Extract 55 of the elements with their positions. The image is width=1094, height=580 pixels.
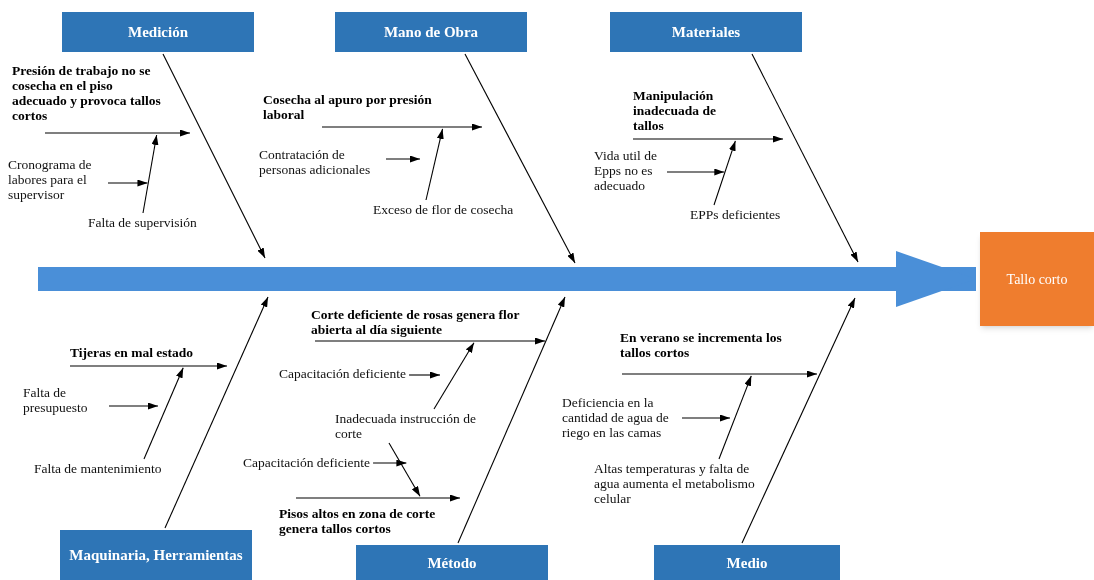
arrow: [408, 371, 441, 379]
cause-label: Cosecha al apuro por presión laboral: [263, 92, 447, 122]
sub-cause-label: Deficiencia en la cantidad de agua de riego en las camas: [562, 395, 677, 440]
sub-cause-label: Vida util de Epps no es adecuado: [594, 148, 662, 193]
arrow: [143, 367, 184, 460]
arrow: [142, 134, 159, 214]
sub-cause-label: Falta de supervisión: [88, 215, 197, 230]
arrow: [321, 123, 483, 131]
arrow: [385, 155, 421, 163]
arrow: [425, 128, 444, 201]
arrow: [314, 337, 546, 345]
arrow: [681, 414, 731, 422]
sub-cause-label: EPPs deficientes: [690, 207, 781, 222]
arrow: [372, 459, 407, 467]
arrow: [107, 179, 148, 187]
sub-cause-label: Falta de presupuesto: [23, 385, 105, 415]
category-box: Maquinaria, Herramientas: [60, 530, 252, 580]
bone-arrow: [741, 297, 856, 544]
sub-cause-label: Cronograma de labores para el supervisor: [8, 157, 104, 202]
cause-label: En verano se incrementa los tallos cortos: [620, 330, 800, 360]
sub-cause-label: Inadecuada instrucción de corte: [335, 411, 500, 441]
bone-arrow: [751, 53, 859, 263]
cause-label: Pisos altos en zona de corte genera tallos cortos: [279, 506, 461, 536]
sub-cause-label: Exceso de flor de cosecha: [373, 202, 514, 217]
cause-label: Tijeras en mal estado: [70, 345, 194, 360]
bone-arrow: [164, 296, 269, 529]
category-box: Materiales: [610, 12, 802, 52]
arrow: [388, 442, 421, 497]
category-box: Medición: [62, 12, 254, 52]
arrow: [621, 370, 818, 378]
category-box: Método: [356, 545, 548, 580]
sub-cause-label: Contratación de personas adicionales: [259, 147, 383, 177]
sub-cause-label: Capacitación deficiente: [279, 366, 407, 381]
category-box: Mano de Obra: [335, 12, 527, 52]
arrow: [718, 375, 752, 460]
cause-label: Corte deficiente de rosas genera flor abierta al día siguiente: [311, 307, 537, 337]
sub-cause-label: Altas temperaturas y falta de agua aumenta el metabolismo celular: [594, 461, 766, 506]
arrow: [108, 402, 159, 410]
bone-arrow: [162, 53, 266, 259]
sub-cause-label: Falta de mantenimiento: [34, 461, 162, 476]
spine-arrow: [38, 251, 976, 307]
arrow: [713, 140, 736, 206]
sub-cause-label: Capacitación deficiente: [243, 455, 371, 470]
category-box: Medio: [654, 545, 840, 580]
cause-label: Manipulación inadecuada de tallos: [633, 88, 747, 133]
arrow: [666, 168, 725, 176]
arrow: [69, 362, 228, 370]
bone-arrow: [464, 53, 576, 264]
effect-box: Tallo corto: [980, 232, 1094, 326]
arrow: [632, 135, 784, 143]
arrow: [44, 129, 191, 137]
arrow: [295, 494, 461, 502]
cause-label: Presión de trabajo no se cosecha en el piso adecuado y provoca tallos cortos: [12, 63, 162, 123]
arrow: [433, 342, 475, 410]
bone-arrow: [457, 296, 566, 544]
